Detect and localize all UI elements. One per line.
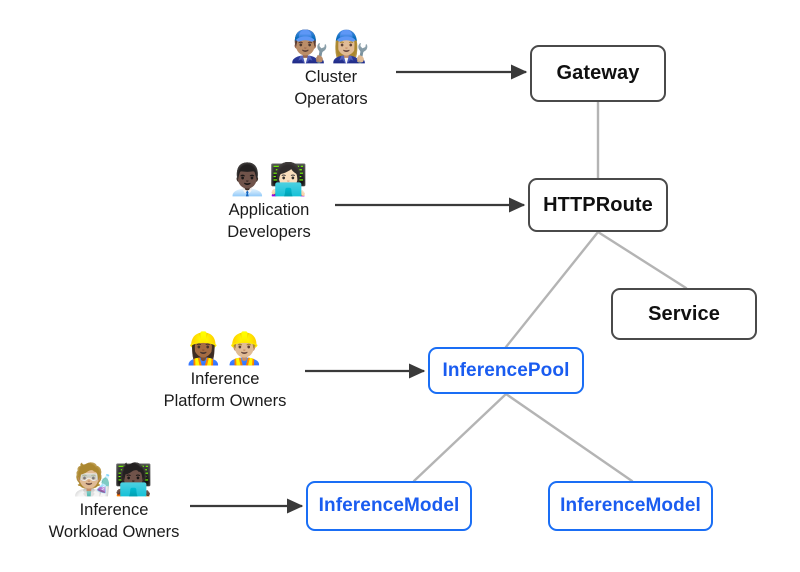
node-gateway-label: Gateway — [556, 62, 640, 84]
node-inferencemodel-1[interactable]: InferenceModel — [306, 481, 472, 531]
persona-label-line2: Developers — [227, 223, 311, 241]
node-service[interactable]: Service — [611, 288, 757, 340]
persona-inference-workload-owners: 🧑🏼‍🔬🧑🏿‍💻 Inference Workload Owners — [4, 461, 224, 543]
persona-label-line2: Platform Owners — [163, 392, 287, 410]
persona-label-line1: Inference — [79, 501, 149, 519]
node-inferencemodel-2-label: InferenceModel — [560, 495, 701, 516]
persona-label-line2: Workload Owners — [48, 523, 180, 541]
edge-httproute-to-service — [596, 230, 688, 290]
node-inferencemodel-2[interactable]: InferenceModel — [548, 481, 713, 531]
node-inferencepool-label: InferencePool — [442, 359, 570, 381]
persona-emoji-pair: 👨🏽‍🔧👩🏼‍🔧 — [290, 29, 372, 65]
persona-emoji-pair: 🧑🏼‍🔬🧑🏿‍💻 — [73, 462, 155, 498]
node-inferencepool[interactable]: InferencePool — [428, 347, 584, 394]
node-inferencemodel-1-label: InferenceModel — [318, 495, 460, 516]
node-httproute-label: HTTPRoute — [543, 193, 653, 216]
edge-httproute-to-inferencepool — [504, 230, 600, 349]
node-gateway[interactable]: Gateway — [530, 45, 666, 102]
node-service-label: Service — [648, 302, 720, 325]
persona-application-developers: 👨🏿‍💼👩🏻‍💻 Application Developers — [159, 161, 379, 243]
persona-label-line2: Operators — [294, 90, 368, 108]
persona-label-line1: Application — [228, 201, 310, 219]
persona-label-line1: Inference — [190, 370, 260, 388]
node-httproute[interactable]: HTTPRoute — [528, 178, 668, 232]
persona-cluster-operators: 👨🏽‍🔧👩🏼‍🔧 Cluster Operators — [221, 28, 441, 110]
persona-inference-platform-owners: 👷🏾‍♀️👷🏼‍♂️ Inference Platform Owners — [115, 330, 335, 412]
edge-inferencepool-to-inferencemodel-1 — [412, 392, 508, 483]
persona-emoji-pair: 👨🏿‍💼👩🏻‍💻 — [228, 162, 310, 198]
persona-label-line1: Cluster — [304, 68, 358, 86]
edge-inferencepool-to-inferencemodel-2 — [504, 392, 634, 483]
persona-emoji-pair: 👷🏾‍♀️👷🏼‍♂️ — [184, 331, 266, 367]
